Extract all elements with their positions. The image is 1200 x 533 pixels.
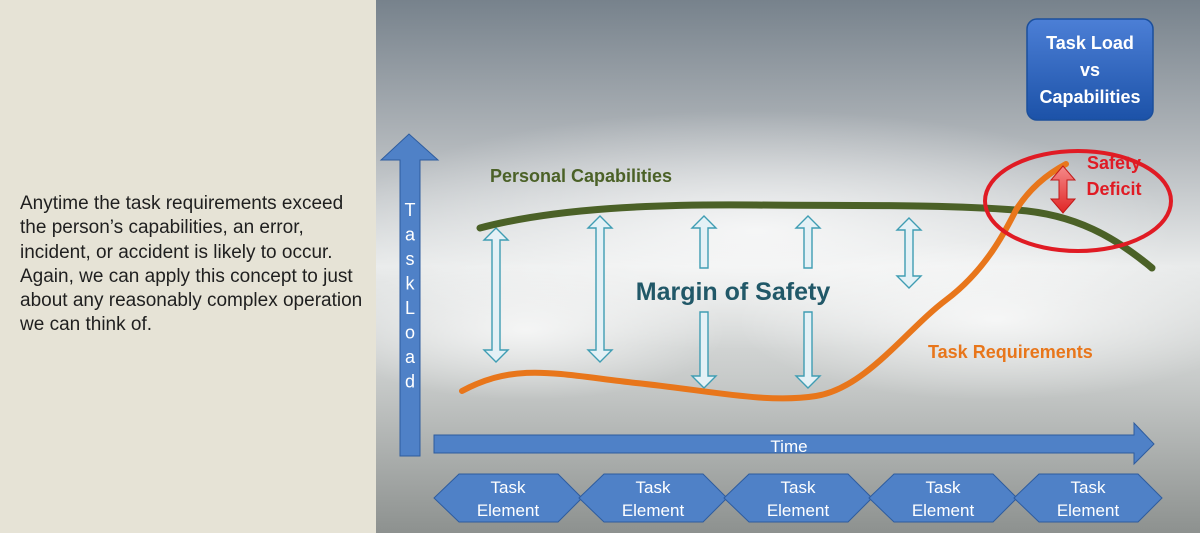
- task-element-label: Task: [926, 478, 961, 497]
- axis-letter: o: [405, 323, 415, 343]
- task-requirements-label: Task Requirements: [928, 342, 1093, 362]
- task-element-label: Element: [912, 501, 975, 520]
- task-element-shape: [1013, 473, 1163, 523]
- task-element-label: Task: [1071, 478, 1106, 497]
- task-element-label: Element: [1057, 501, 1120, 520]
- title-box: Task Load vs Capabilities: [1026, 18, 1154, 121]
- axis-letter: s: [406, 249, 415, 269]
- time-axis: Time: [433, 421, 1155, 466]
- double-arrow: [586, 215, 614, 363]
- axis-letter: a: [405, 225, 416, 245]
- title-line-2: vs: [1080, 60, 1100, 80]
- task-elements-row: TaskElementTaskElementTaskElementTaskEle…: [433, 473, 1163, 523]
- cloud: [376, 260, 726, 400]
- title-line-1: Task Load: [1046, 33, 1134, 53]
- task-element-label: Element: [622, 501, 685, 520]
- explanation-text: Anytime the task requirements exceed the…: [20, 193, 363, 336]
- task-element-label: Element: [477, 501, 540, 520]
- task-element-shape: [433, 473, 583, 523]
- axis-letter: d: [405, 372, 415, 392]
- task-element-label: Task: [636, 478, 671, 497]
- task-element-shape: [868, 473, 1018, 523]
- task-element-label: Element: [767, 501, 830, 520]
- axis-letter: L: [405, 298, 415, 318]
- title-line-3: Capabilities: [1039, 87, 1140, 107]
- time-axis-label: Time: [770, 437, 807, 456]
- double-arrow: [895, 217, 923, 289]
- axis-letter: k: [406, 274, 416, 294]
- deficit-arrow: [1049, 165, 1077, 214]
- cloud: [736, 240, 1200, 400]
- safety-deficit-label-1: Safety: [1087, 153, 1141, 173]
- task-element-shape: [723, 473, 873, 523]
- double-arrow: [690, 311, 718, 389]
- task-element-shape: [578, 473, 728, 523]
- safety-deficit-label-2: Deficit: [1086, 179, 1141, 199]
- task-requirements-curve: [459, 161, 1069, 402]
- task-element-label: Task: [781, 478, 816, 497]
- double-arrow: [794, 311, 822, 389]
- text-panel: Anytime the task requirements exceed the…: [0, 0, 376, 533]
- double-arrow: [482, 227, 510, 363]
- axis-letter: T: [405, 200, 416, 220]
- double-arrow: [794, 215, 822, 269]
- task-element-label: Task: [491, 478, 526, 497]
- personal-capabilities-label: Personal Capabilities: [490, 166, 672, 186]
- margin-arrows: [482, 215, 923, 389]
- axis-letter: a: [405, 347, 416, 367]
- margin-of-safety-label: Margin of Safety: [636, 278, 831, 306]
- safety-deficit-highlight: [983, 149, 1173, 253]
- double-arrow: [690, 215, 718, 269]
- personal-capabilities-curve: [476, 201, 1156, 272]
